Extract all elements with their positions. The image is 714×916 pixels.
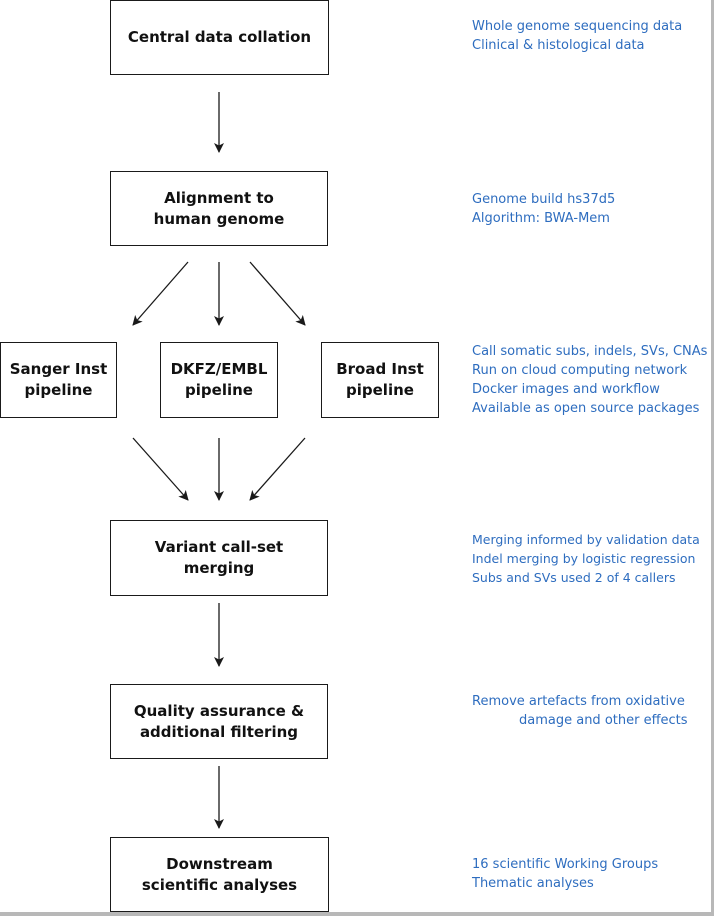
note-line: Available as open source packages [472, 401, 700, 416]
sanger-pipeline-box: Sanger Inst pipeline [0, 342, 117, 418]
quality-assurance-box: Quality assurance & additional filtering [110, 684, 328, 759]
box-label-line: human genome [153, 209, 285, 228]
arrow-sanger-to-merging [132, 437, 189, 501]
note-line: Run on cloud computing network [472, 363, 688, 378]
downstream-analyses-box: Downstream scientific analyses [110, 837, 329, 912]
note-line: Whole genome sequencing data [472, 19, 683, 34]
note-line: Thematic analyses [472, 876, 594, 891]
note-pipelines: Call somatic subs, indels, SVs, CNAs Run… [472, 342, 707, 418]
note-alignment: Genome build hs37d5 Algorithm: BWA-Mem [472, 190, 615, 228]
arrow-broad-to-merging [249, 437, 306, 501]
note-line: Docker images and workflow [472, 382, 660, 397]
box-label-line: Broad Inst [336, 360, 424, 378]
note-line: Clinical & histological data [472, 38, 645, 53]
box-label-line: Quality assurance & [133, 701, 305, 720]
note-line: damage and other effects [519, 713, 688, 728]
central-data-collation-box: Central data collation [110, 0, 329, 75]
note-line: 16 scientific Working Groups [472, 857, 659, 872]
note-line: Call somatic subs, indels, SVs, CNAs [472, 344, 708, 359]
note-line: Algorithm: BWA-Mem [472, 211, 610, 226]
box-label-line: Downstream [166, 854, 273, 873]
arrow-alignment-to-sanger [132, 261, 189, 326]
note-downstream: 16 scientific Working Groups Thematic an… [472, 855, 658, 893]
box-label-line: DKFZ/EMBL [170, 360, 268, 378]
box-label-line: pipeline [185, 381, 253, 399]
box-label-line: merging [183, 559, 255, 577]
note-quality-assurance: Remove artefacts from oxidative damage a… [472, 692, 688, 730]
box-label-line: Central data collation [127, 28, 312, 46]
note-line: Remove artefacts from oxidative [472, 694, 685, 709]
note-line: Merging informed by validation data [472, 532, 700, 547]
dkfz-embl-pipeline-box: DKFZ/EMBL pipeline [160, 342, 278, 418]
note-central-data: Whole genome sequencing data Clinical & … [472, 17, 682, 55]
note-line: Indel merging by logistic regression [472, 551, 696, 566]
box-label-line: additional filtering [139, 722, 299, 741]
box-label-line: Variant call-set [154, 538, 284, 556]
box-label-line: Alignment to [164, 188, 274, 207]
note-line: Genome build hs37d5 [472, 192, 616, 207]
arrow-alignment-to-broad [249, 261, 306, 326]
alignment-box: Alignment to human genome [110, 171, 328, 246]
box-label-line: pipeline [24, 381, 93, 399]
frame-right-edge [711, 0, 714, 916]
frame-bottom-edge [0, 912, 714, 916]
box-label-line: scientific analyses [141, 875, 298, 894]
note-merging: Merging informed by validation data Inde… [472, 530, 700, 587]
box-label-line: pipeline [346, 381, 414, 399]
variant-merging-box: Variant call-set merging [110, 520, 328, 596]
broad-pipeline-box: Broad Inst pipeline [321, 342, 439, 418]
box-label-line: Sanger Inst [9, 360, 108, 378]
note-line: Subs and SVs used 2 of 4 callers [472, 570, 676, 585]
